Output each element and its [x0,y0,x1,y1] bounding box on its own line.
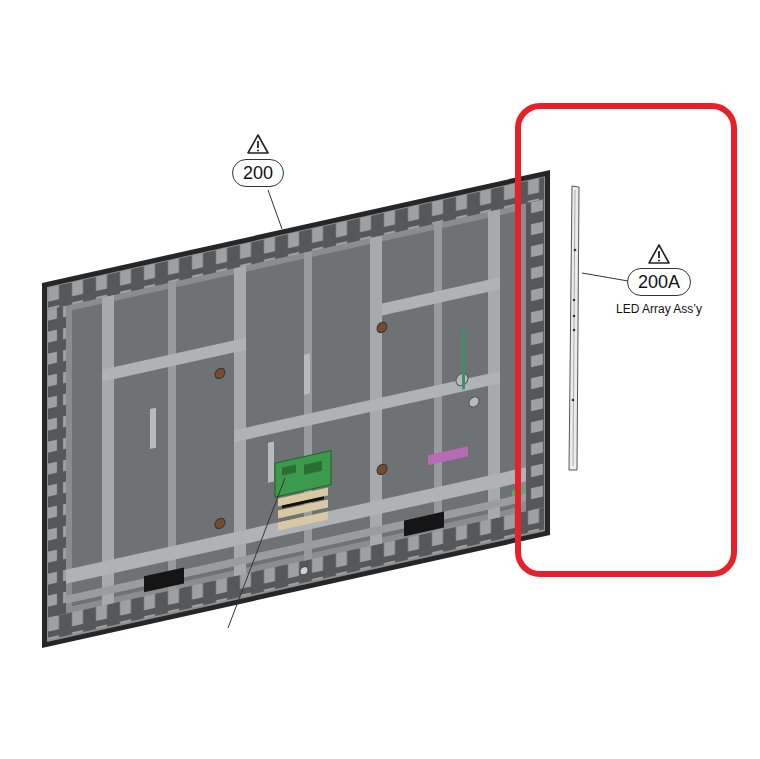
callout-group: 200A LED Array Ass’y [614,268,704,316]
callout-number: 200A [627,268,691,296]
leader-line [268,190,282,229]
led-strip [569,186,579,470]
highlight-frame [518,106,734,574]
leader-line [582,273,628,281]
display-panel [42,170,550,648]
callout-number: 200 [232,159,284,187]
warning-symbol [248,135,268,153]
warning-symbol [649,245,669,263]
part-name: LED Array Ass’y [614,302,704,316]
leader-line [228,478,285,628]
callout-group: 200 [232,159,284,187]
